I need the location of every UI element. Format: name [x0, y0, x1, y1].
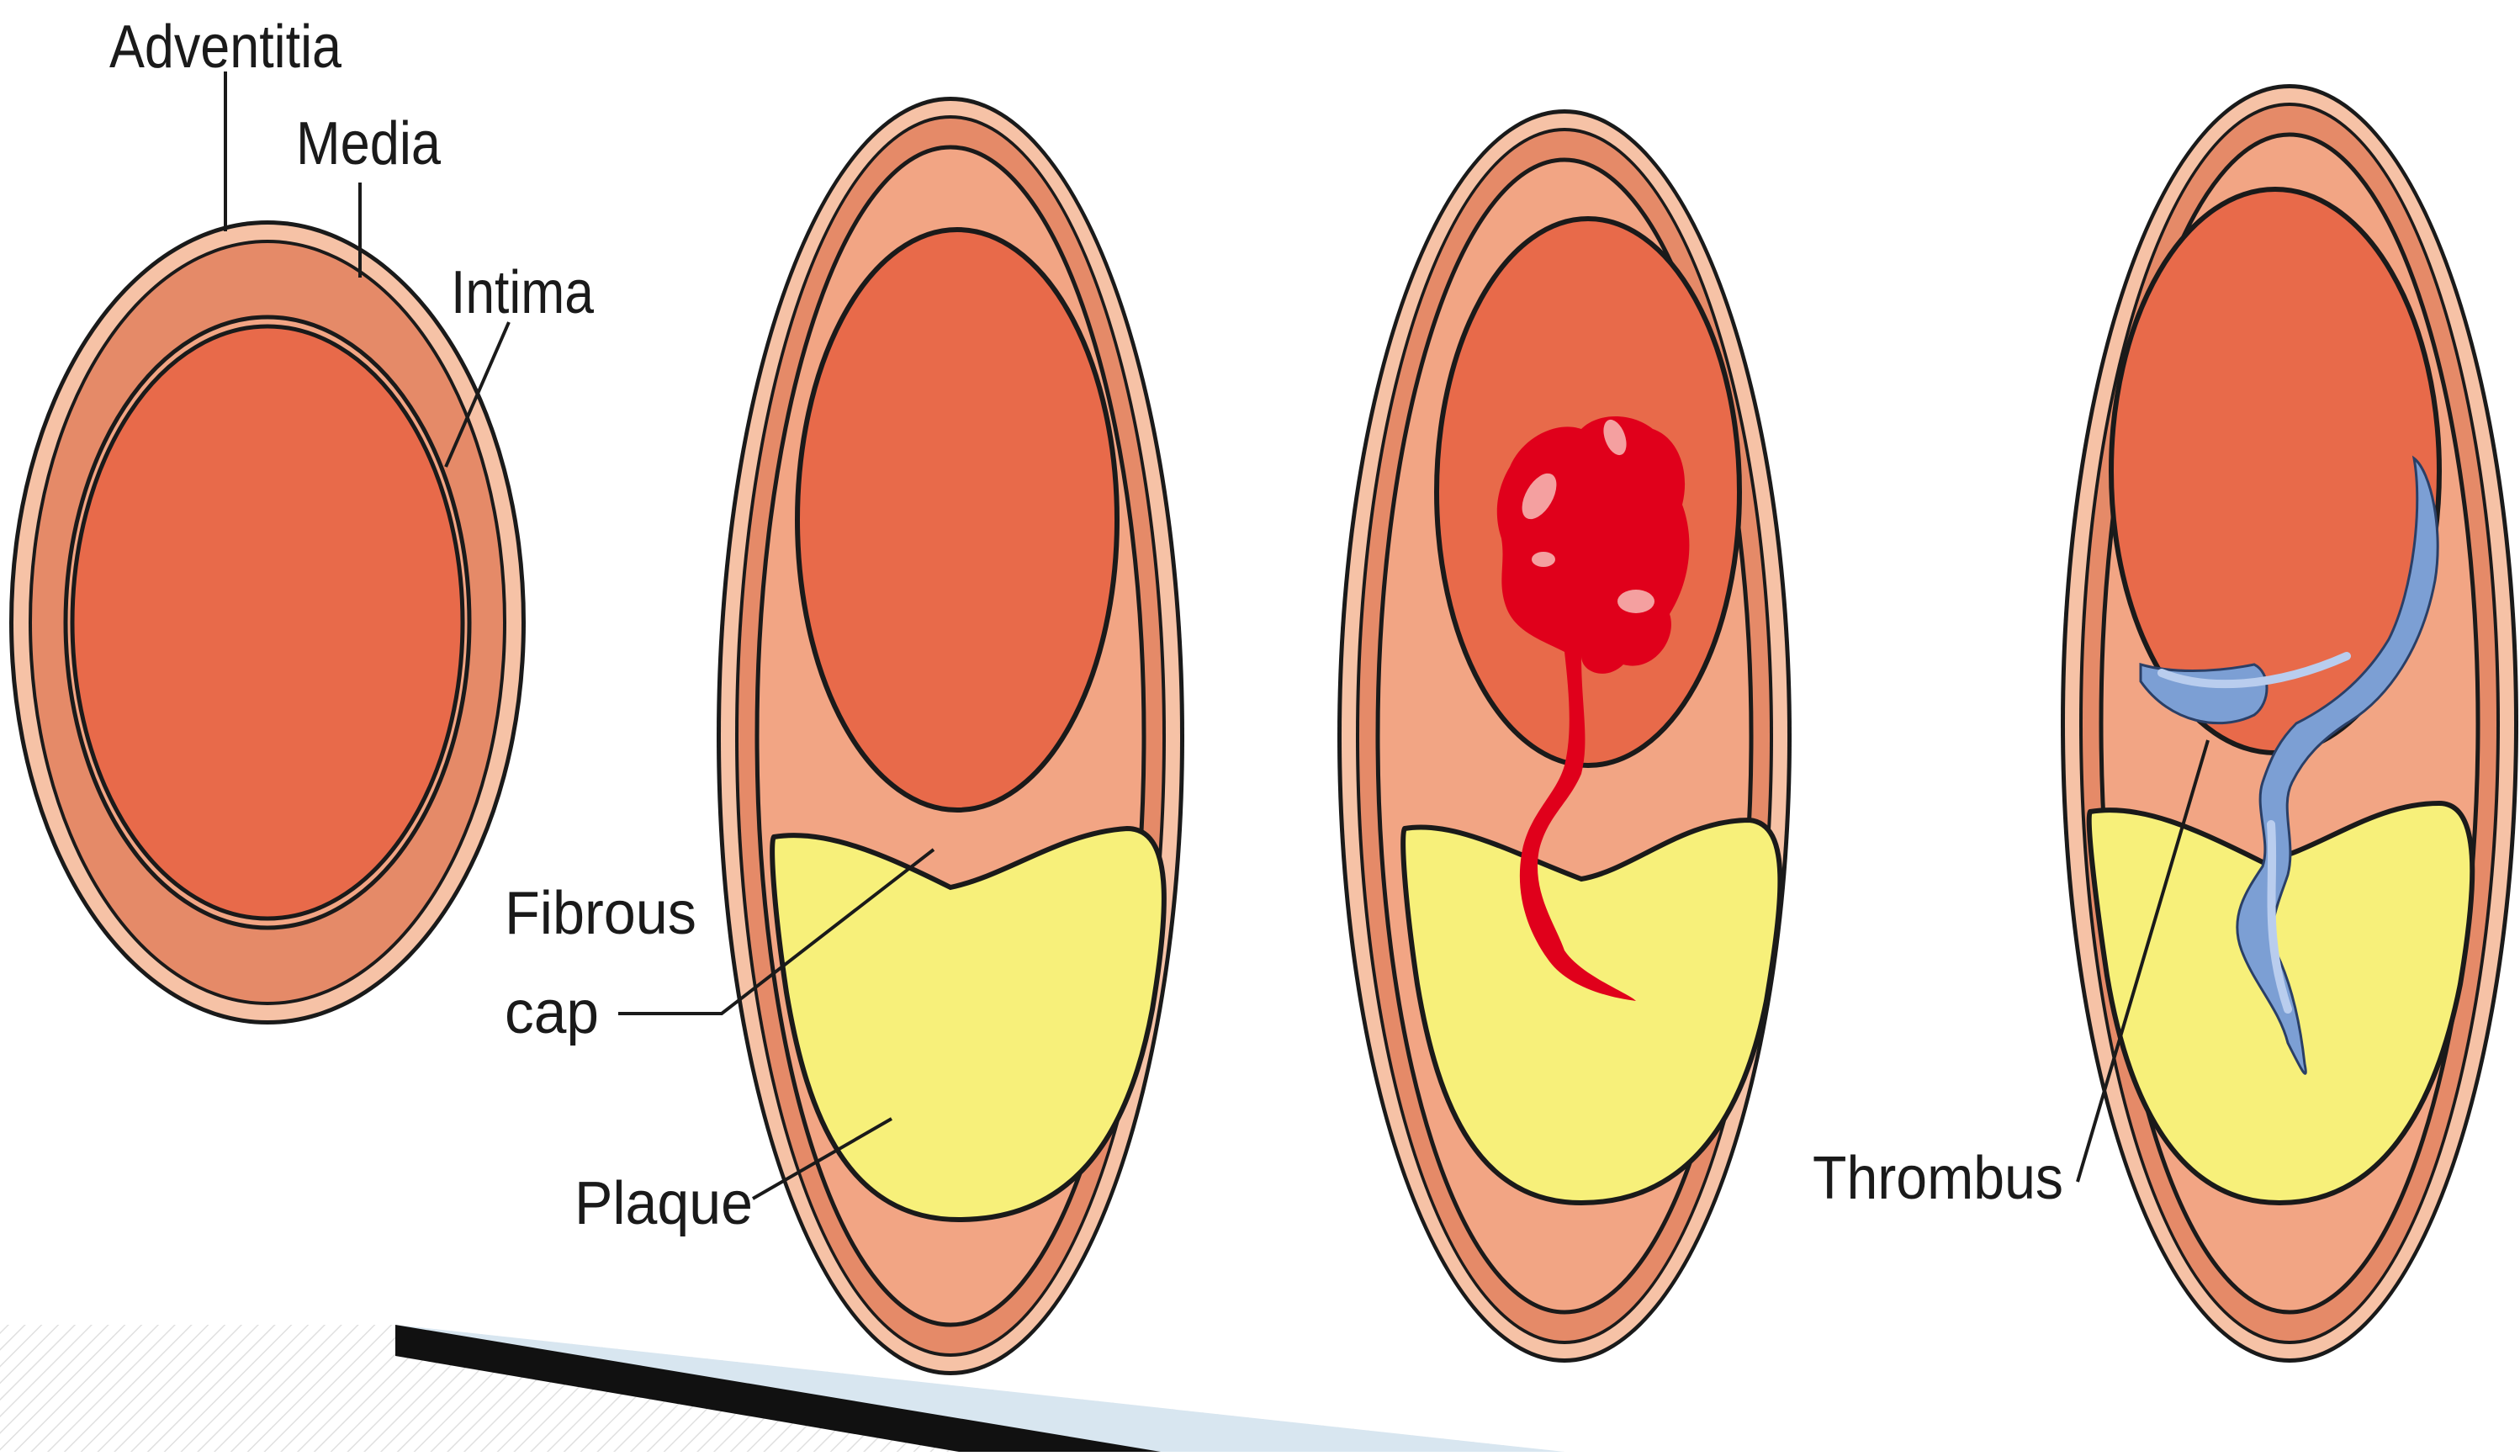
plaque-region: [770, 825, 1167, 1223]
vessel-rupture: [1337, 109, 1792, 1363]
label-media: Media: [296, 110, 442, 177]
vessel-plaque: [717, 97, 1184, 1375]
plaque-region: [1400, 817, 1783, 1206]
text-labels: Adventitia Media Intima Fibrous cap Plaq…: [109, 13, 2063, 1237]
vessel-normal: [9, 220, 526, 1024]
label-plaque: Plaque: [574, 1170, 753, 1237]
leader-thrombus: [2076, 739, 2210, 1183]
slide-arrow-decoration: [0, 1325, 1564, 1452]
label-intima: Intima: [451, 259, 595, 326]
leader-intima: [444, 321, 511, 468]
vessel-thrombus: [2061, 84, 2518, 1363]
label-fibrous: Fibrous: [505, 880, 696, 947]
leader-plaque: [752, 1117, 892, 1200]
label-adventitia: Adventitia: [109, 13, 342, 81]
leader-fibrous-cap: [618, 848, 935, 1015]
leader-lines: [224, 71, 2210, 1200]
rupture-hemorrhage: [1496, 416, 1690, 1001]
label-cap: cap: [505, 979, 599, 1046]
thrombus-clot: [2139, 455, 2439, 1075]
label-thrombus: Thrombus: [1813, 1145, 2063, 1212]
